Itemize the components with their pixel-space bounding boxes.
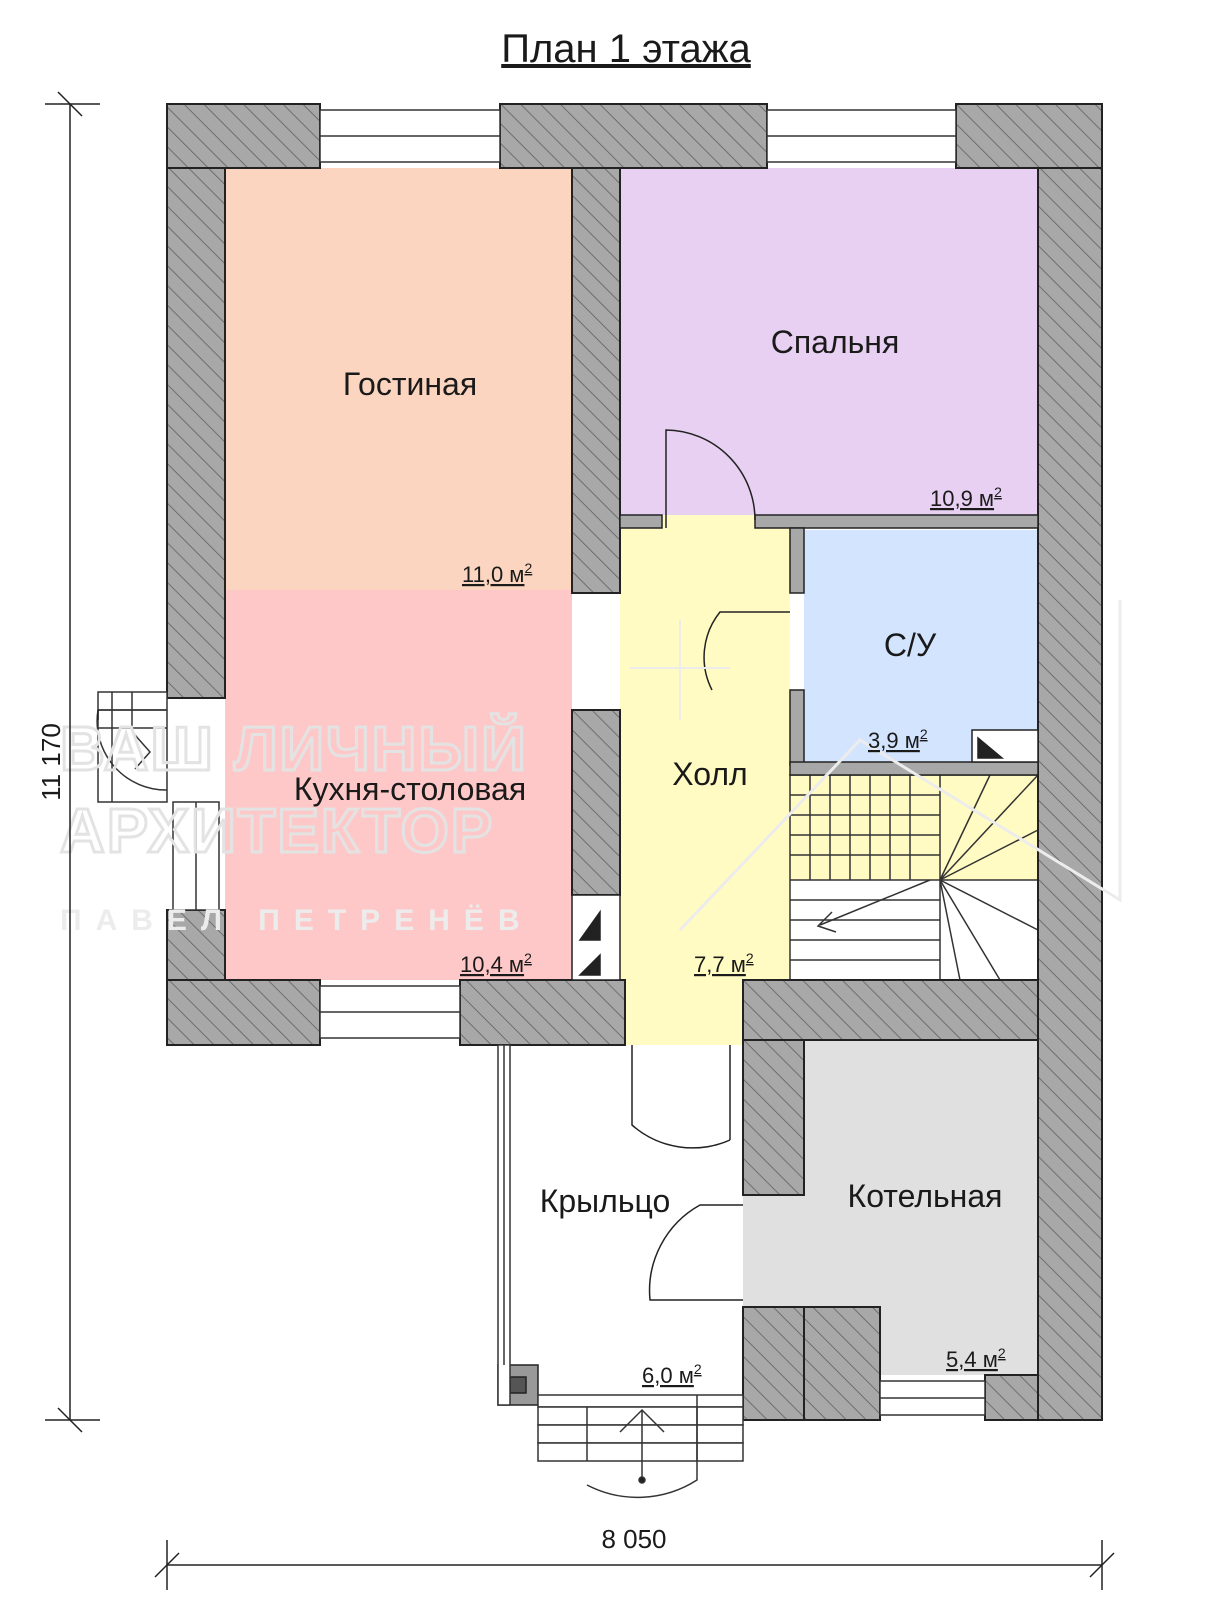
room-living-name: Гостиная [343,366,477,402]
hall-fill [620,515,790,1045]
room-hall-name: Холл [672,756,747,792]
room-bathroom-area-sup: 2 [920,726,928,742]
plan-title: План 1 этажа [501,27,751,71]
dimension-height [45,91,100,1433]
room-hall-area-sup: 2 [746,950,754,966]
living-room-fill [225,168,572,590]
kitchen-fill [225,590,572,980]
dimension-width [154,1540,1115,1590]
room-kitchen-area-sup: 2 [524,950,532,966]
watermark-line3: ПАВЕЛ ПЕТРЕНЁВ [60,904,534,937]
boiler-doorway-fill [743,1195,804,1307]
bathroom-fill [804,530,1038,762]
room-bedroom-area: 10,9 м2 [930,484,1002,511]
watermark: ВАШ ЛИЧНЫЙ АРХИТЕКТОР ПАВЕЛ ПЕТРЕНЁВ [59,600,1122,937]
dimension-height-label: 11 170 [36,723,66,801]
watermark-line1: ВАШ ЛИЧНЫЙ [60,714,528,784]
watermark-line2: АРХИТЕКТОР [60,797,494,866]
windows [172,109,986,1416]
room-bedroom-area-sup: 2 [994,484,1002,500]
room-living-area: 11,0 м2 [462,560,532,587]
room-porch-name: Крыльцо [540,1183,671,1219]
room-porch-area-sup: 2 [694,1361,702,1377]
room-boiler-name: Котельная [848,1178,1003,1214]
door-bedroom [665,429,756,528]
room-kitchen-name: Кухня-столовая [294,771,526,807]
walls [166,103,1103,1421]
room-bedroom-name: Спальня [771,324,900,360]
room-bathroom-name: С/У [884,627,937,663]
room-boiler-area: 5,4 м2 [946,1345,1006,1372]
room-kitchen-area: 10,4 м2 [460,950,532,977]
bedroom-fill [620,168,1038,515]
doors [97,429,790,1301]
door-entrance [631,1045,731,1149]
room-hall-area: 7,7 м2 [694,950,754,977]
door-boiler [648,1204,743,1301]
room-living-area-sup: 2 [524,560,532,576]
room-porch-area: 6,0 м2 [642,1361,702,1388]
watermark-house-outline [678,600,1122,932]
hall-stair-zone-fill [790,775,1038,880]
room-boiler-area-sup: 2 [998,1345,1006,1361]
side-entrance-steps [96,691,168,803]
partitions [619,514,1039,776]
door-bathroom [703,611,790,691]
room-bathroom-area: 3,9 м2 [868,726,928,753]
porch-structure [497,1044,744,1499]
dimension-width-label: 8 050 [601,1524,666,1554]
